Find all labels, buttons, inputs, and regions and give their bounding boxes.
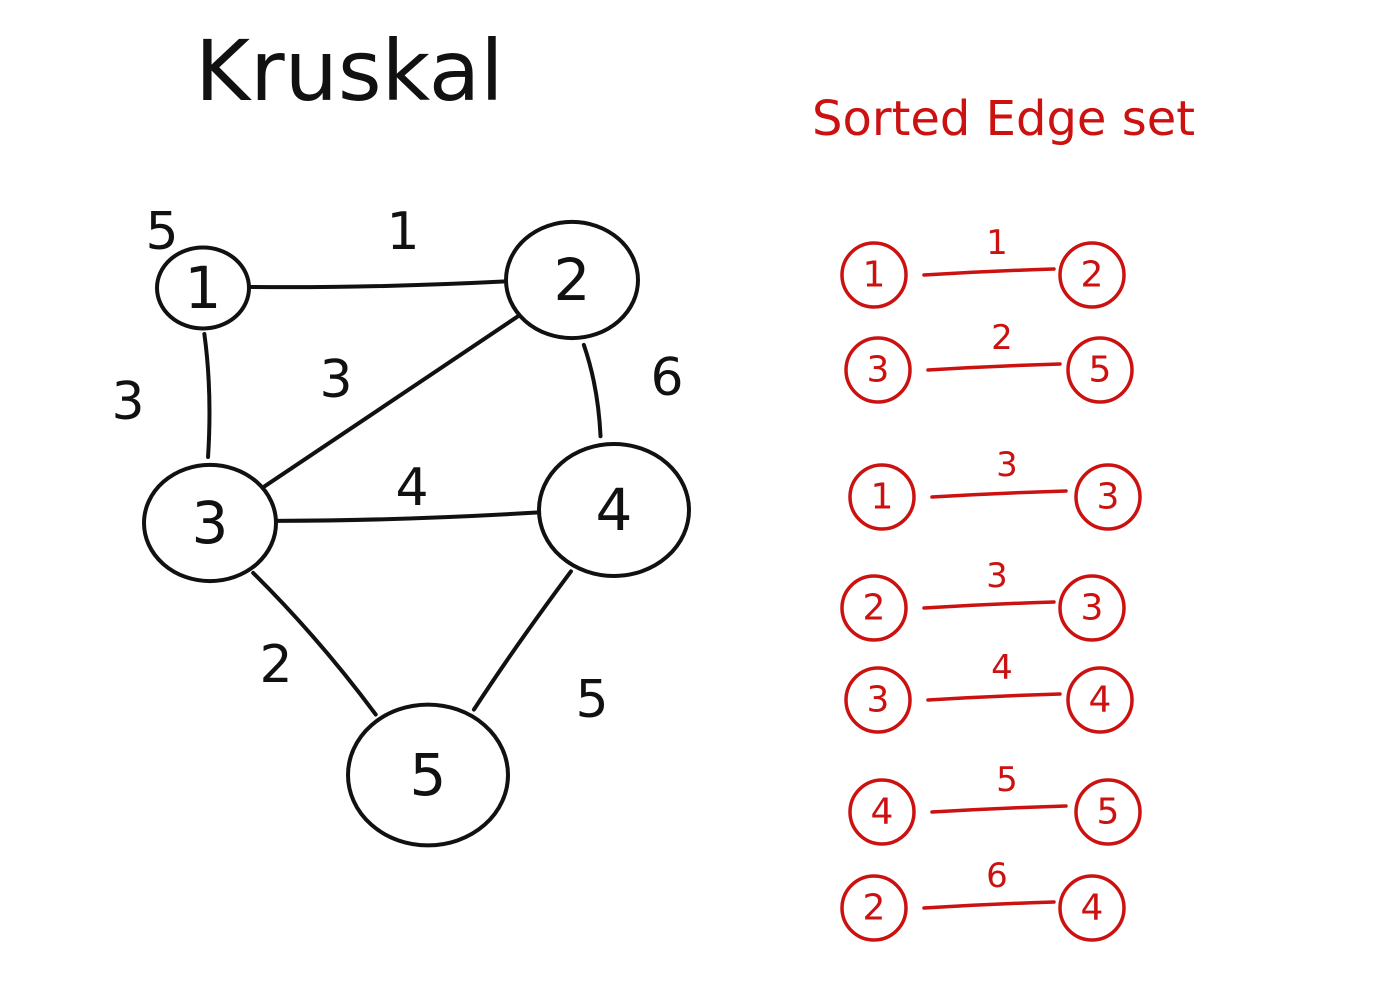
sorted-edge-to-label: 5 — [1089, 350, 1112, 391]
sorted-edge-to-circle — [1058, 574, 1126, 642]
sorted-edge-weight: 4 — [991, 648, 1013, 688]
sorted-edge-set-title: Sorted Edge set — [812, 91, 1195, 147]
sorted-edge-row: 1 1 2 — [840, 223, 1126, 309]
sorted-edge-line — [930, 489, 1068, 499]
node-1-label: 1 — [185, 254, 222, 322]
sorted-edge-to-label: 4 — [1089, 680, 1112, 721]
sorted-edge-to-label: 3 — [1097, 477, 1120, 518]
sorted-edge-from-circle — [844, 666, 912, 734]
sorted-edge-row: 2 6 4 — [840, 856, 1126, 942]
sorted-edge-from-circle — [848, 463, 916, 531]
edge-weight-3-4: 4 — [395, 458, 428, 518]
sorted-edge-to-circle — [1074, 778, 1142, 846]
sorted-edge-weight: 5 — [996, 760, 1018, 800]
sorted-edge-line — [926, 362, 1062, 372]
sorted-edge-line — [922, 267, 1056, 277]
edge-3-5 — [251, 570, 378, 717]
sorted-edge-from-circle — [840, 241, 908, 309]
sorted-edge-list: 1 1 2 3 2 5 1 3 3 2 3 3 3 4 4 4 5 5 2 6 4 — [840, 223, 1142, 942]
node-4-label: 4 — [596, 476, 633, 544]
sorted-edge-from-label: 3 — [867, 680, 890, 721]
edge-weight-2-3: 3 — [319, 350, 352, 410]
edge-weight-2-4: 6 — [650, 348, 683, 408]
sorted-edge-from-label: 2 — [863, 588, 886, 629]
sorted-edge-from-label: 1 — [871, 477, 894, 518]
sorted-edge-from-label: 4 — [871, 792, 894, 833]
sorted-edge-row: 3 2 5 — [844, 318, 1134, 404]
edge-weight-1-3: 3 — [111, 372, 144, 432]
sorted-edge-from-label: 1 — [863, 255, 886, 296]
edge-2-3 — [262, 314, 520, 489]
sorted-edge-line — [926, 692, 1062, 702]
sorted-edge-from-label: 2 — [863, 888, 886, 929]
sorted-edge-from-circle — [840, 574, 908, 642]
sorted-edge-to-label: 4 — [1081, 888, 1104, 929]
sorted-edge-to-circle — [1074, 463, 1142, 531]
sorted-edge-line — [922, 600, 1056, 610]
sorted-edge-from-circle — [840, 874, 908, 942]
sorted-edge-to-circle — [1058, 241, 1126, 309]
edge-1-3 — [202, 331, 212, 460]
sorted-edge-to-circle — [1066, 666, 1134, 734]
node-4-circle — [537, 442, 691, 578]
sorted-edge-to-label: 2 — [1081, 255, 1104, 296]
sorted-edge-row: 3 4 4 — [844, 648, 1134, 734]
sorted-edge-weight: 3 — [986, 556, 1008, 596]
sorted-edge-from-circle — [848, 778, 916, 846]
sorted-edge-line — [922, 900, 1056, 910]
sorted-edge-to-label: 5 — [1097, 792, 1120, 833]
edge-weight-4-5: 5 — [575, 670, 608, 730]
sorted-edge-weight: 1 — [986, 223, 1008, 263]
node-3-label: 3 — [192, 489, 229, 557]
node-2-circle — [504, 219, 640, 341]
node-1-circle — [155, 245, 251, 331]
sorted-edge-to-circle — [1058, 874, 1126, 942]
edge-2-4 — [581, 342, 603, 439]
edge-weight-3-5: 2 — [259, 635, 292, 695]
sorted-edge-row: 1 3 3 — [848, 445, 1142, 531]
title: Kruskal — [195, 22, 504, 120]
sorted-edge-row: 2 3 3 — [840, 556, 1126, 642]
node-5-circle — [346, 702, 510, 848]
graph-edges — [202, 279, 603, 717]
node-2-label: 2 — [554, 246, 591, 314]
edge-1-2 — [246, 279, 509, 290]
sorted-edge-weight: 3 — [996, 445, 1018, 485]
edge-3-4 — [273, 510, 542, 523]
node1-extra-label: 5 — [145, 202, 178, 262]
sorted-edge-line — [930, 804, 1068, 814]
sorted-edge-from-label: 3 — [867, 350, 890, 391]
sorted-edge-to-circle — [1066, 336, 1134, 404]
sorted-edge-weight: 6 — [986, 856, 1008, 896]
edge-weight-1-2: 1 — [386, 202, 419, 262]
node-5-label: 5 — [410, 741, 447, 809]
sorted-edge-weight: 2 — [991, 318, 1013, 358]
node-3-circle — [142, 462, 278, 584]
sorted-edge-row: 4 5 5 — [848, 760, 1142, 846]
sorted-edge-from-circle — [844, 336, 912, 404]
sorted-edge-to-label: 3 — [1081, 588, 1104, 629]
edge-4-5 — [471, 569, 573, 712]
